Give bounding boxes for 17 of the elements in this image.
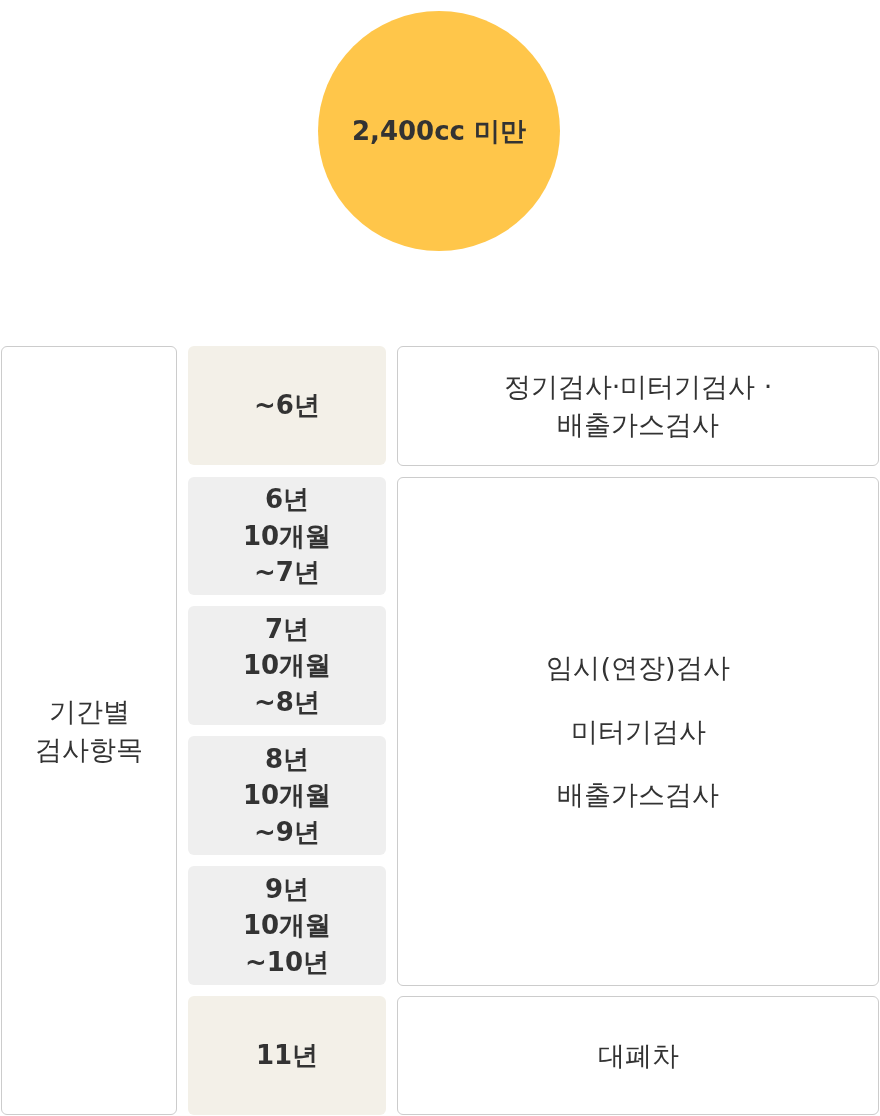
inspection-item: 대폐차 xyxy=(597,1038,679,1073)
period-label: 6년 10개월 ~7년 xyxy=(241,483,333,590)
period-label: 9년 10개월 ~10년 xyxy=(241,872,333,979)
inspection-item: 미터기검사 xyxy=(570,714,706,749)
inspection-panel xyxy=(397,996,879,1115)
inspection-item: 임시(연장)검사 xyxy=(546,650,730,685)
inspection-item: 배출가스검사 xyxy=(557,778,719,813)
period-label: ~6년 xyxy=(254,389,320,423)
period-label: 8년 10개월 ~9년 xyxy=(241,742,333,849)
period-label: 7년 10개월 ~8년 xyxy=(241,612,333,719)
inspection-panel xyxy=(397,346,879,466)
row-header-panel xyxy=(1,346,177,1115)
inspection-item: 정기검사·미터기검사 ·배출가스검사 xyxy=(502,370,774,442)
inspection-panel xyxy=(397,477,879,986)
row-header-label: 기간별 검사항목 xyxy=(34,694,144,767)
category-label: 2,400cc 미만 xyxy=(351,114,527,148)
period-label: 11년 xyxy=(255,1039,319,1073)
